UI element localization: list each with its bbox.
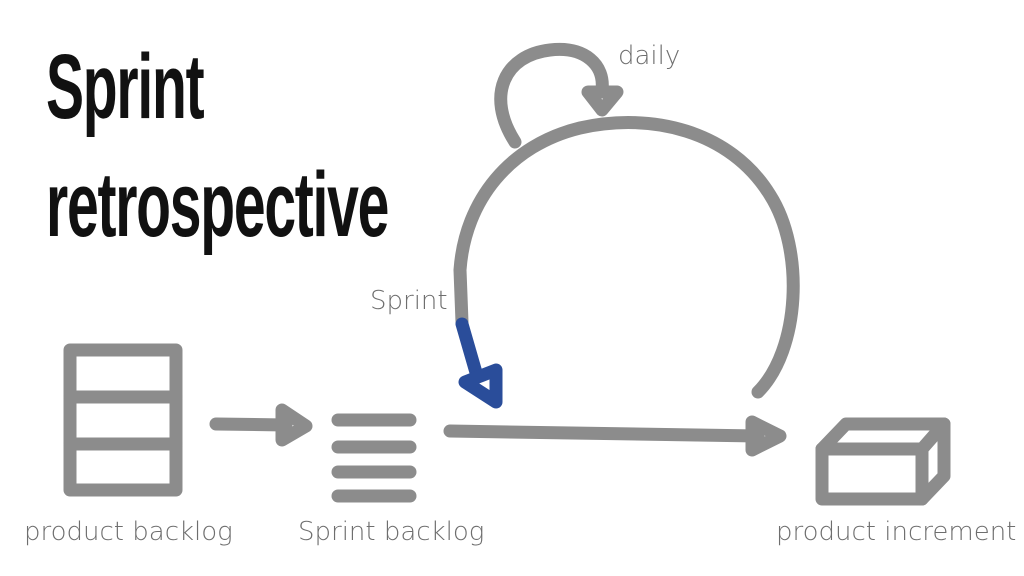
sprint-loop-arrow xyxy=(453,116,800,399)
daily-label: daily xyxy=(618,41,681,71)
sprint-backlog-icon xyxy=(331,413,417,503)
sprint-highlight-arrow xyxy=(455,317,503,409)
daily-loop-arrow xyxy=(494,42,624,149)
backlog-to-sprint-arrow xyxy=(209,403,313,447)
product-increment-label: product increment xyxy=(776,517,1017,547)
product-backlog-label: product backlog xyxy=(24,517,233,547)
sprint-backlog-label: Sprint backlog xyxy=(298,517,485,547)
product-backlog-icon xyxy=(63,343,183,497)
title-line-1: Sprint xyxy=(46,36,205,138)
sprint-label: Sprint xyxy=(370,286,448,316)
product-increment-icon xyxy=(815,417,951,506)
sprint-to-increment-arrow xyxy=(443,415,787,457)
